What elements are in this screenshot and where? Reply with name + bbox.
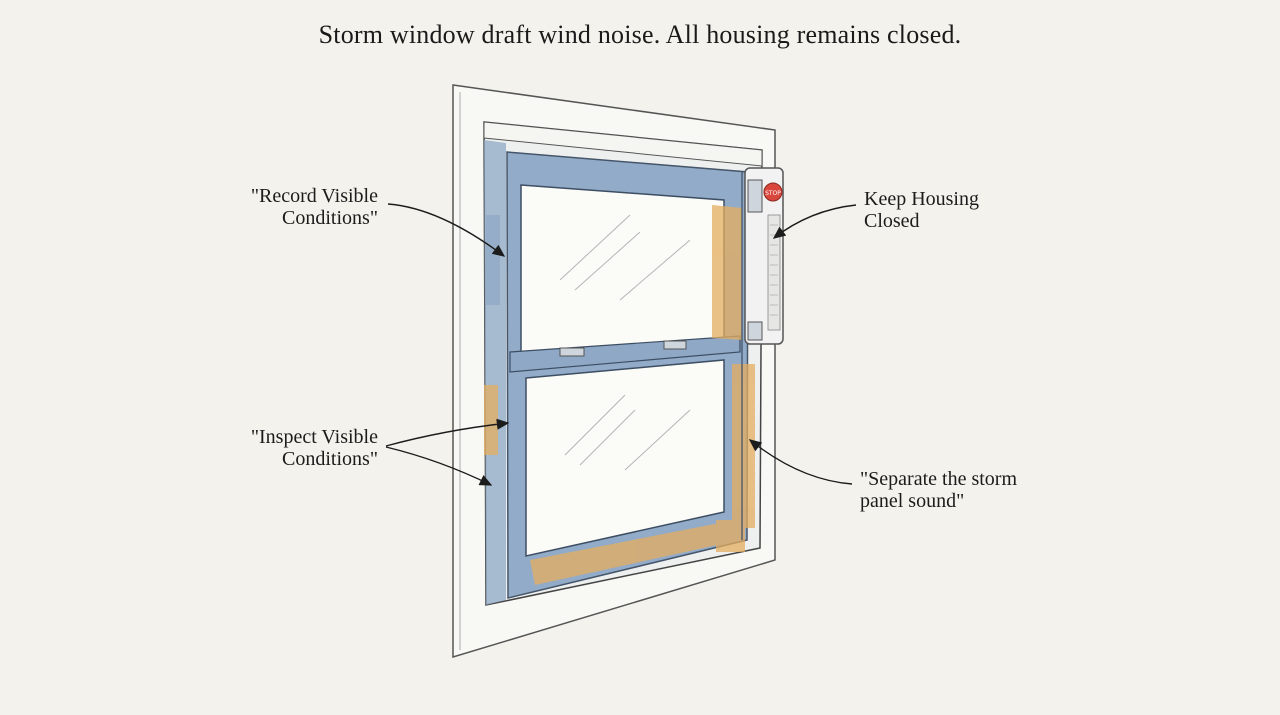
glass-reflections xyxy=(559,214,691,471)
arrow-keep-housing xyxy=(772,204,857,239)
window-header xyxy=(483,121,763,167)
callout-separate-storm-panel-sound: "Separate the storm panel sound" xyxy=(860,468,1018,512)
leader-arrows xyxy=(385,203,857,486)
stop-sign-icon xyxy=(763,182,783,202)
callout-keep-housing-closed: Keep Housing Closed xyxy=(864,188,979,232)
stop-sign-text: STOP xyxy=(765,190,781,197)
arrow-record-visible xyxy=(387,203,506,257)
storm-panel-housing xyxy=(744,167,784,345)
sash-lock-right xyxy=(663,340,687,350)
lower-glass-pane xyxy=(525,359,725,557)
arrow-inspect-visible-lower xyxy=(385,446,493,486)
blue-highlight-left-jamb xyxy=(484,140,506,605)
orange-highlights xyxy=(484,205,755,585)
blue-highlight-left-trim xyxy=(486,215,500,305)
callout-record-visible-conditions: "Record Visible Conditions" xyxy=(250,185,378,229)
arrow-separate-storm xyxy=(748,439,853,485)
callout-inspect-visible-conditions: "Inspect Visible Conditions" xyxy=(250,426,378,470)
page-title: Storm window draft wind noise. All housi… xyxy=(318,20,962,49)
upper-glass-pane xyxy=(520,184,725,353)
sash-lock-left xyxy=(559,347,585,357)
arrow-inspect-visible-upper xyxy=(385,418,510,447)
